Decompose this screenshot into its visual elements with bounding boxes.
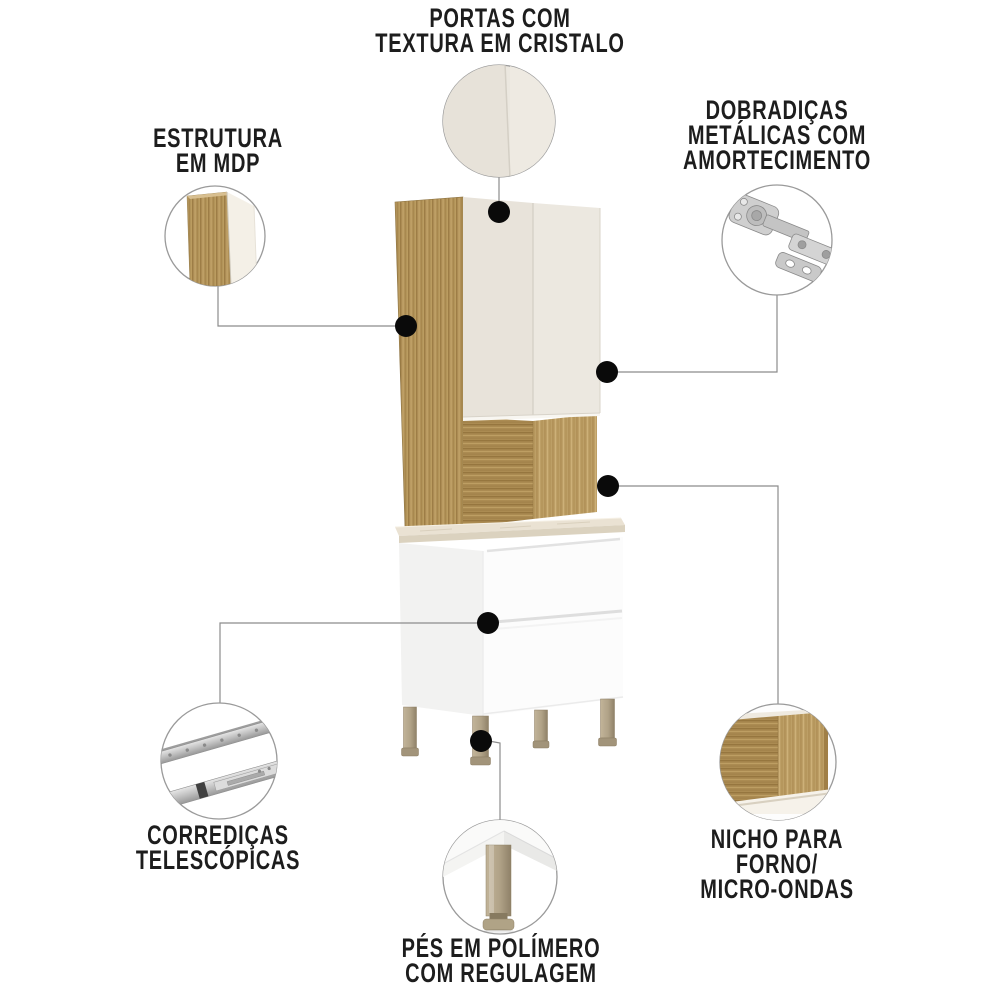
leg [401,706,419,757]
cabinet [394,196,625,766]
drawer-top-recess [486,537,621,553]
base-cabinet [399,537,624,716]
base-side-panel [399,543,483,716]
callout-label-feet: PÉS EM POLÍMERO COM REGULAGEM [401,933,601,988]
callout-dot-niche [597,475,619,497]
soft-close-hinge-image [728,193,832,282]
niche-detail-bubble [719,703,837,821]
connector-slides [219,622,480,703]
drawer-divider-shadow [482,609,623,625]
connector-hinges [615,295,778,373]
leg [532,709,550,749]
callout-dot-structure [395,315,417,337]
callout-dot-doors [488,201,510,223]
callout-dot-slides [477,612,499,634]
niche-left-wall [463,417,533,527]
leg [598,698,617,747]
callout-label-structure: ESTRUTURA EM MDP [153,123,283,178]
countertop [394,517,625,543]
mdp-structure-detail-bubble [164,185,266,287]
side-panel-wood [394,196,464,529]
callout-dot-hinges [596,361,618,383]
callout-label-doors: PORTAS COM TEXTURA EM CRISTALO [375,3,625,58]
connector-feet [488,740,501,820]
wood-niche-interior-image [720,708,836,820]
niche-back-wall [533,414,597,519]
base-bottom-edge [482,696,624,715]
callout-dot-feet [470,730,492,752]
countertop-front-edge [399,525,625,543]
callout-label-hinges: DOBRADIÇAS METÁLICAS COM AMORTECIMENTO [683,95,871,175]
left-door [463,197,533,417]
upper-cabinet [394,196,601,529]
marble-flecks [419,521,591,532]
countertop-highlight [394,517,622,528]
connector-niche [616,485,779,704]
connector-structure [217,286,398,327]
foot-detail-bubble [442,819,558,935]
mdp-board-corner-image [186,191,258,286]
drawer-divider-highlight [482,617,623,631]
door-bottom-edge [462,412,601,418]
hinge-detail-bubble [721,184,833,296]
callout-label-niche: NICHO PARA FORNO/ MICRO-ONDAS [700,824,854,904]
callout-dots [395,201,619,752]
right-door [533,203,600,415]
slides-detail-bubble [160,702,278,820]
adjustable-foot-image [443,820,557,933]
base-front [483,537,623,716]
callout-connectors [217,177,779,820]
callout-label-slides: CORREDIÇAS TELESCÓPICAS [135,820,301,875]
telescopic-slide-rails-image [161,713,277,813]
door-texture-detail-bubble [442,64,556,178]
